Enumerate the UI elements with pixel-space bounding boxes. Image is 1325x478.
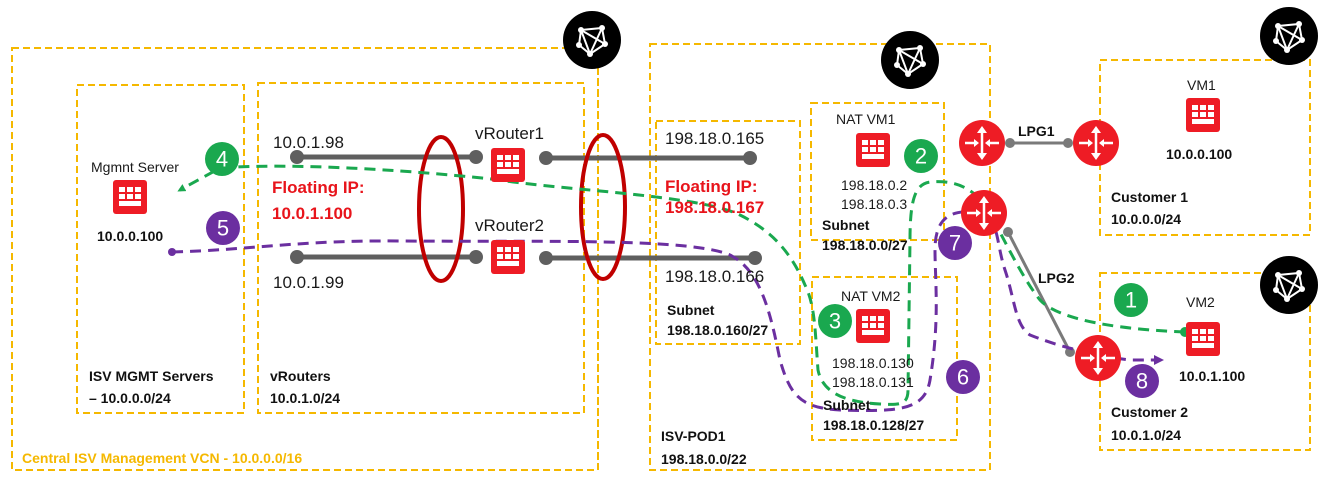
link-endpoint [469,250,483,264]
step-badge-2: 2 [904,139,938,173]
vcn-icon-isv-pod [880,30,940,90]
vm-icon-vm2 [1186,322,1220,356]
step-badge-5: 5 [206,211,240,245]
router-icon-lpg1-local [957,118,1007,168]
vm-icon-vm1 [1186,98,1220,132]
vm2-name: VM2 [1186,294,1215,310]
ha-ring-left [417,135,465,283]
isv-pod-box [649,43,991,471]
step-number: 8 [1136,369,1148,394]
mgmt-subnet-cidr: – 10.0.0.0/24 [89,390,171,406]
link-endpoint [290,250,304,264]
router-icon-lpg2-local [959,188,1009,238]
vcn-icon-customer2 [1259,255,1319,315]
link-endpoint [748,251,762,265]
nat-vm1-ip2: 198.18.0.3 [841,196,907,212]
vm-icon-nat-vm2 [856,309,890,343]
nat-vm2-ip1: 198.18.0.130 [832,355,914,371]
isv-pod-cidr: 198.18.0.0/22 [661,451,747,467]
front-subnet-box [655,120,801,345]
vm1-ip: 10.0.0.100 [1166,146,1232,162]
router-icon-lpg1-customer1 [1071,118,1121,168]
vm1-name: VM1 [1187,77,1216,93]
nat-vm1-name: NAT VM1 [836,111,896,127]
step-badge-6: 6 [946,360,980,394]
ha-ring-right [579,133,627,281]
step-badge-3: 3 [818,304,852,338]
step-badge-7: 7 [938,226,972,260]
lpg2-link [1006,231,1072,353]
nat-vm2-subnet-cidr: 198.18.0.128/27 [823,417,924,433]
link-endpoint [539,251,553,265]
step-number: 3 [829,309,841,334]
customer2-cidr: 10.0.1.0/24 [1111,427,1181,443]
lpg1-label: LPG1 [1018,123,1055,139]
step-badge-4: 4 [205,142,239,176]
pod-floating-ip-value: 198.18.0.167 [665,198,764,217]
floating-ip-value: 10.0.1.100 [272,204,352,223]
link-endpoint [539,151,553,165]
vm-icon-vrouter1 [491,148,525,182]
customer1-cidr: 10.0.0.0/24 [1111,211,1181,227]
customer2-name: Customer 2 [1111,404,1188,420]
lpg1-endpoint [1063,138,1073,148]
link-endpoint [469,150,483,164]
router-icon-lpg2-customer2 [1073,333,1123,383]
nat-vm2-ip2: 198.18.0.131 [832,374,914,390]
front-ip-top: 198.18.0.165 [665,129,764,148]
link-endpoint [743,151,757,165]
nat-vm2-subnet-box [811,276,958,441]
step-badge-8: 8 [1125,364,1159,398]
lpg2-endpoint [1003,227,1013,237]
vcn-icon-central [562,10,622,70]
vcn-icon-customer1 [1259,6,1319,66]
step-number: 5 [217,216,229,241]
lpg2-label: LPG2 [1038,270,1075,286]
front-subnet-cidr: 198.18.0.160/27 [667,322,768,338]
mgmt-server-ip: 10.0.0.100 [97,228,163,244]
vm-icon-vrouter2 [491,240,525,274]
floating-ip-label: Floating IP: [272,178,365,197]
purple-path-start [168,248,176,256]
vrouter2-name: vRouter2 [475,216,544,235]
vm-icon-mgmt-server [113,180,147,214]
nat-vm1-subnet-label: Subnet [822,217,870,233]
mgmt-server-name: Mgmnt Server [91,159,179,175]
nat-vm2-subnet-label: Subnet [823,397,871,413]
nat-vm2-name: NAT VM2 [841,288,901,304]
nat-vm1-subnet-cidr: 198.18.0.0/27 [822,237,908,253]
step-number: 2 [915,144,927,169]
vrouter1-name: vRouter1 [475,124,544,143]
step-number: 6 [957,365,969,390]
lpg1-endpoint [1005,138,1015,148]
step-number: 1 [1125,288,1137,313]
vrouters-subnet-cidr: 10.0.1.0/24 [270,390,340,406]
central-vcn-label: Central ISV Management VCN - 10.0.0.0/16 [22,450,302,466]
customer1-name: Customer 1 [1111,189,1188,205]
vrouters-subnet-name: vRouters [270,368,331,384]
link-endpoint [290,150,304,164]
step-number: 7 [949,231,961,256]
step-number: 4 [216,147,228,172]
pod-floating-ip-label: Floating IP: [665,177,758,196]
front-subnet-label: Subnet [667,302,715,318]
nat-vm1-ip1: 198.18.0.2 [841,177,907,193]
traffic-path-green [177,164,1186,406]
vm2-ip: 10.0.1.100 [1179,368,1245,384]
mgmt-subnet-name: ISV MGMT Servers [89,368,214,384]
front-ip-bottom: 198.18.0.166 [665,267,764,286]
vrouter1-left-ip: 10.0.1.98 [273,133,344,152]
step-badge-1: 1 [1114,283,1148,317]
vrouter2-left-ip: 10.0.1.99 [273,273,344,292]
nat-vm1-subnet-box [810,102,945,241]
vm-icon-nat-vm1 [856,133,890,167]
isv-pod-name: ISV-POD1 [661,428,726,444]
